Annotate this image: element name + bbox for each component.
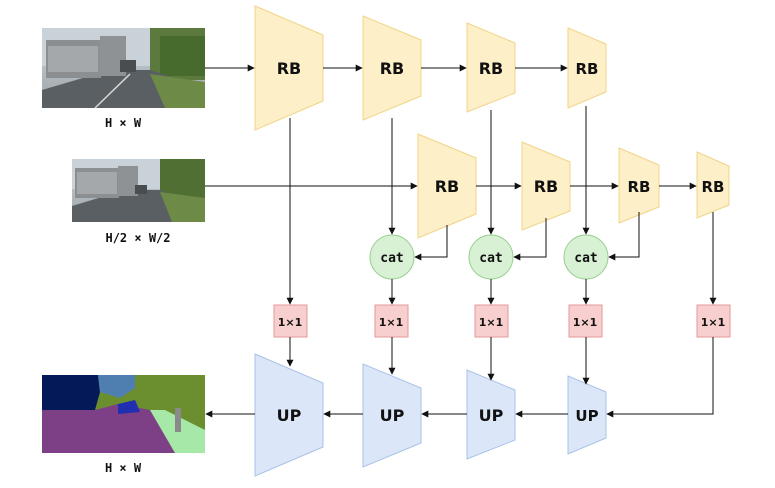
encoder2-rb-block-3: RB [618,147,660,224]
encoder2-rb-block-1: RB [417,133,477,239]
decoder-up-block-1: UP [254,353,324,477]
edge-row2-rb1-to-cat1 [414,225,448,261]
svg-text:RB: RB [576,60,599,78]
encoder1-rb-block-3: RB [466,22,516,113]
svg-text:cat: cat [380,251,403,266]
encoder2-rb-block-2: RB [521,141,571,231]
input-half-caption: H/2 × W/2 [105,231,170,245]
conv1x1-box-5: 1×1 [696,304,731,338]
conv1x1-box-2: 1×1 [374,304,409,338]
svg-text:RB: RB [277,59,302,78]
output-caption: H × W [105,461,142,475]
svg-text:UP: UP [277,406,302,425]
edge-row2-rb3-to-cat3 [608,212,640,261]
conv1x1-box-3: 1×1 [474,304,509,338]
decoder-up-block-3: UP [466,369,516,460]
svg-text:RB: RB [702,178,725,196]
cat-node-1: cat [369,234,415,280]
conv1x1-box-4: 1×1 [568,304,603,338]
encoder1-rb-block-1: RB [254,5,324,131]
svg-text:UP: UP [380,406,405,425]
svg-text:UP: UP [575,407,598,425]
input-image-half [72,159,205,222]
encoder1-rb-block-4: RB [567,27,607,109]
decoder-up-block-4: UP [567,375,607,455]
svg-text:RB: RB [435,177,460,196]
svg-text:1×1: 1×1 [479,316,504,329]
svg-text:1×1: 1×1 [701,316,726,329]
encoder1-rb-block-2: RB [362,15,422,121]
edge-row2-rb2-to-cat2 [513,218,547,261]
output-segmentation [42,375,205,453]
input-image-full [42,28,205,109]
svg-text:RB: RB [628,178,651,196]
encoder2-rb-block-4: RB [696,151,730,219]
edges [205,64,717,418]
svg-text:RB: RB [534,177,559,196]
cat-node-2: cat [468,234,514,280]
svg-text:RB: RB [380,59,405,78]
svg-text:cat: cat [479,251,502,266]
input-full-caption: H × W [105,116,142,130]
svg-text:1×1: 1×1 [573,316,598,329]
svg-text:1×1: 1×1 [379,316,404,329]
svg-text:RB: RB [479,59,504,78]
svg-text:cat: cat [574,251,597,266]
edge-conv5-to-up4 [606,337,714,418]
decoder-up-block-2: UP [362,363,422,468]
conv1x1-box-1: 1×1 [273,304,308,338]
cat-node-3: cat [563,234,609,280]
svg-text:1×1: 1×1 [278,316,303,329]
svg-text:UP: UP [479,406,504,425]
